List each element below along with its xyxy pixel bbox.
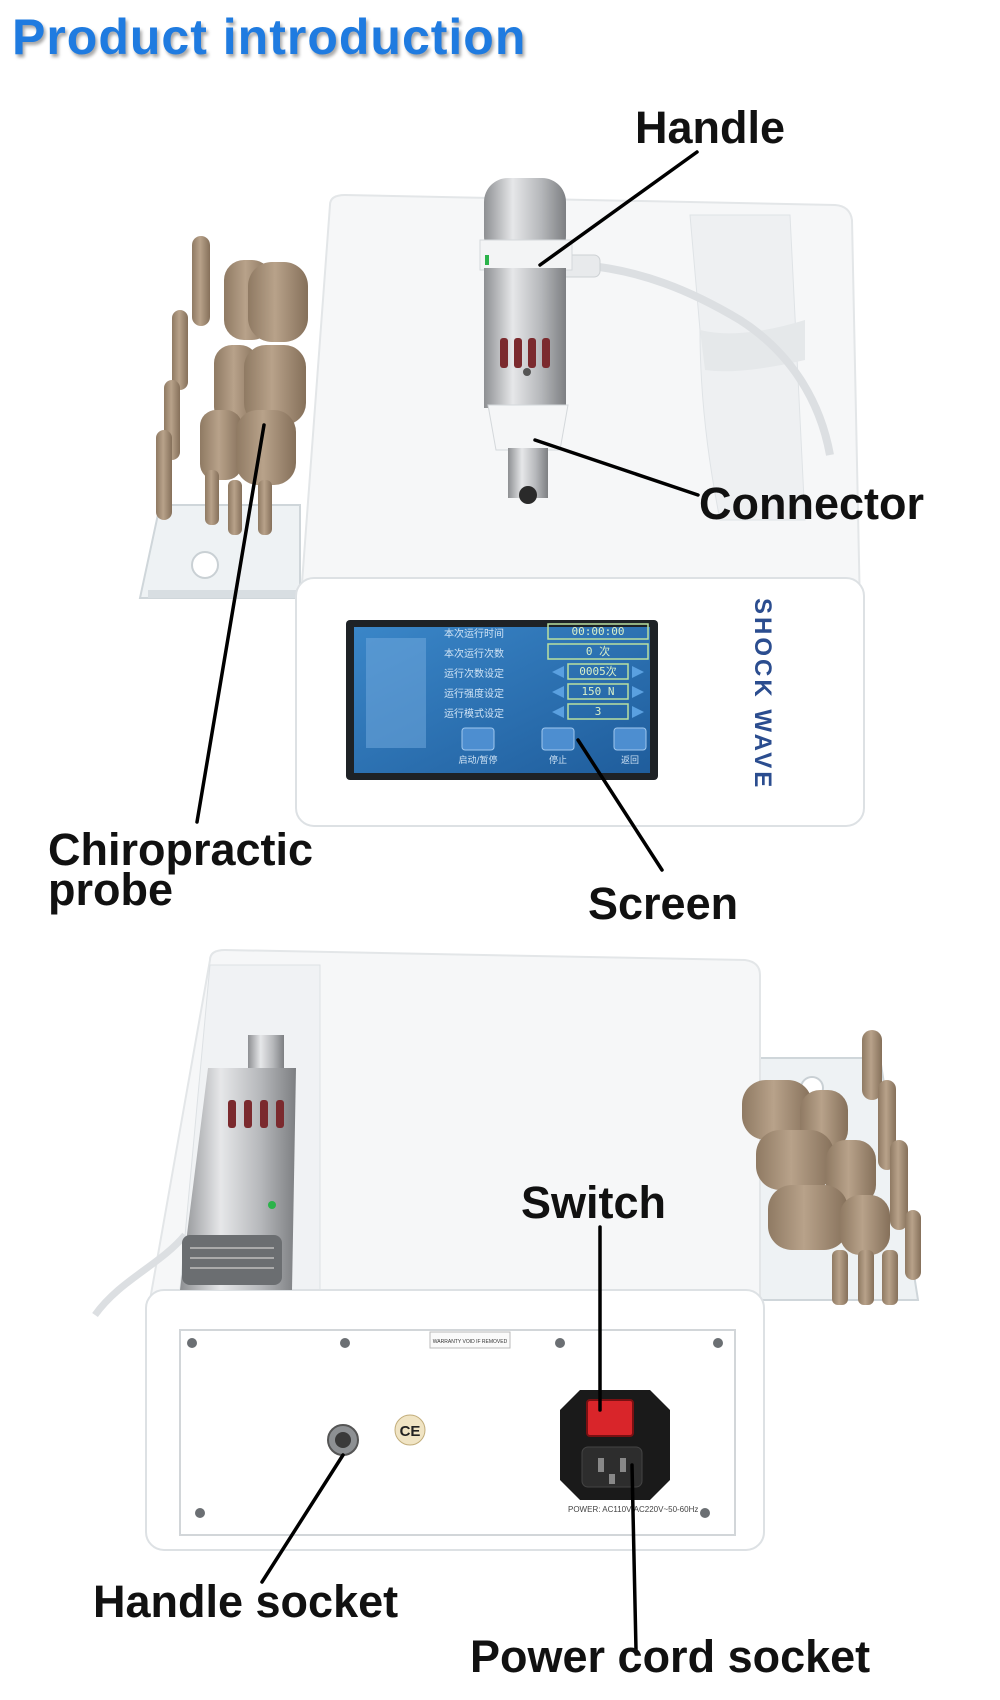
screen-back-button [613,727,647,751]
connector-pointer [533,438,700,497]
screen-row-label-2: 本次运行次数 [444,647,504,660]
power-switch [586,1399,634,1437]
screen-button-label-1: 启动/暂停 [458,754,497,766]
chiropractic-probes [156,236,308,535]
screen-row-value-2: 0 次 [586,644,610,658]
label-chiropractic-probe-line2: probe [48,864,174,915]
screen-row-value-5: 3 [595,705,602,718]
touch-screen: 本次运行时间 本次运行次数 运行次数设定 运行强度设定 运行模式设定 00:00… [346,620,658,780]
screen-row-value-3: 0005次 [579,664,617,678]
panel-screws [187,1338,723,1518]
warranty-sticker: WARRANTY VOID IF REMOVED [433,1339,508,1345]
handle-socket-pointer [260,1453,345,1584]
label-power-cord-socket: Power cord socket [470,1631,871,1682]
label-switch: Switch [521,1177,667,1228]
rear-handle [92,1035,296,1318]
label-connector: Connector [699,478,924,529]
screen-stop-button [541,727,575,751]
handle-pointer [538,150,699,267]
screen-start-pause-button [461,727,495,751]
label-handle: Handle [635,102,786,153]
screen-row-label-1: 本次运行时间 [444,627,504,640]
power-cord-pointer [630,1463,638,1652]
handle-socket-connector [327,1424,359,1456]
device-front-view: 本次运行时间 本次运行次数 运行次数设定 运行强度设定 运行模式设定 00:00… [138,178,865,827]
label-screen: Screen [588,878,739,929]
screen-row-value-4: 150 N [581,685,614,698]
brand-text: SHOCK WAVE [749,598,776,790]
label-handle-socket: Handle socket [93,1576,399,1627]
rear-probes [742,1030,921,1305]
screen-row-label-4: 运行强度设定 [444,687,504,700]
screen-button-label-2: 停止 [549,754,567,766]
screen-row-label-5: 运行模式设定 [444,707,504,720]
shockwave-handle [479,178,834,504]
ce-mark: CE [394,1414,426,1446]
screen-pointer [576,738,664,872]
svg-text:CE: CE [400,1423,421,1440]
screen-row-label-3: 运行次数设定 [444,667,504,680]
page-title: Product introduction [12,9,527,65]
screen-row-value-1: 00:00:00 [572,625,625,638]
device-rear-view: WARRANTY VOID IF REMOVED CE POWER: AC110… [92,948,921,1551]
screen-button-label-3: 返回 [621,754,639,766]
probe-pointer [195,423,266,824]
label-chiropractic-probe-line1: Chiropractic [48,824,314,875]
